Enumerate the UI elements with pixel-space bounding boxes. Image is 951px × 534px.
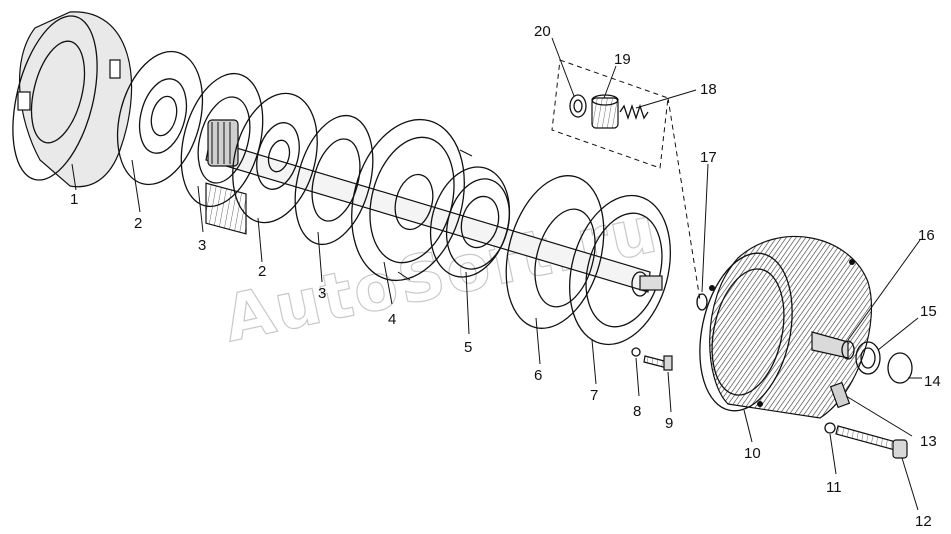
callout-10: 10 bbox=[744, 445, 761, 462]
callout-20: 20 bbox=[534, 23, 551, 40]
part-19-valve-body bbox=[591, 94, 619, 129]
callout-19: 19 bbox=[614, 51, 631, 68]
callout-11: 11 bbox=[826, 479, 842, 496]
valve-inset bbox=[551, 59, 701, 301]
part-1-housing bbox=[12, 11, 133, 188]
callout-5: 5 bbox=[464, 339, 472, 356]
callout-4: 4 bbox=[388, 311, 396, 328]
part-13-nipple bbox=[829, 381, 851, 409]
part-6-diaphragm bbox=[505, 175, 605, 329]
part-18-spring bbox=[619, 103, 649, 121]
callout-7: 7 bbox=[590, 387, 598, 404]
leader-lines bbox=[71, 37, 922, 511]
callout-17: 17 bbox=[700, 149, 717, 166]
callout-3b: 3 bbox=[318, 285, 326, 302]
callout-6: 6 bbox=[534, 367, 542, 384]
callout-14: 14 bbox=[924, 373, 941, 390]
part-8-washer bbox=[631, 347, 641, 357]
callout-18: 18 bbox=[700, 81, 717, 98]
callout-9: 9 bbox=[665, 415, 673, 432]
callout-12: 12 bbox=[915, 513, 932, 530]
callout-1: 1 bbox=[70, 191, 78, 208]
part-7-cover-plate bbox=[568, 194, 672, 346]
callout-13: 13 bbox=[920, 433, 937, 450]
part-9-bolt bbox=[643, 355, 673, 371]
part-3-steel-plate-second bbox=[294, 114, 374, 246]
callout-16: 16 bbox=[918, 227, 935, 244]
part-16-output-shaft bbox=[811, 331, 855, 360]
callout-2: 2 bbox=[134, 215, 142, 232]
part-11-washer bbox=[824, 422, 836, 434]
part-10-cylinder-housing bbox=[699, 236, 872, 419]
callout-2b: 2 bbox=[258, 263, 266, 280]
spline-hub bbox=[207, 119, 239, 167]
part-15-seal-ring bbox=[855, 341, 881, 375]
part-2-friction-disc bbox=[116, 50, 204, 186]
part-17-fitting bbox=[696, 293, 708, 311]
callout-labels: 1 2 3 2 3 4 5 6 7 8 9 10 11 12 13 14 15 … bbox=[70, 23, 941, 530]
part-20-o-ring bbox=[569, 94, 587, 118]
part-5-piston bbox=[429, 166, 511, 278]
callout-15: 15 bbox=[920, 303, 937, 320]
callout-8: 8 bbox=[633, 403, 641, 420]
callout-3: 3 bbox=[198, 237, 206, 254]
part-12-long-bolt bbox=[835, 425, 908, 459]
part-14-snap-ring bbox=[887, 352, 913, 384]
